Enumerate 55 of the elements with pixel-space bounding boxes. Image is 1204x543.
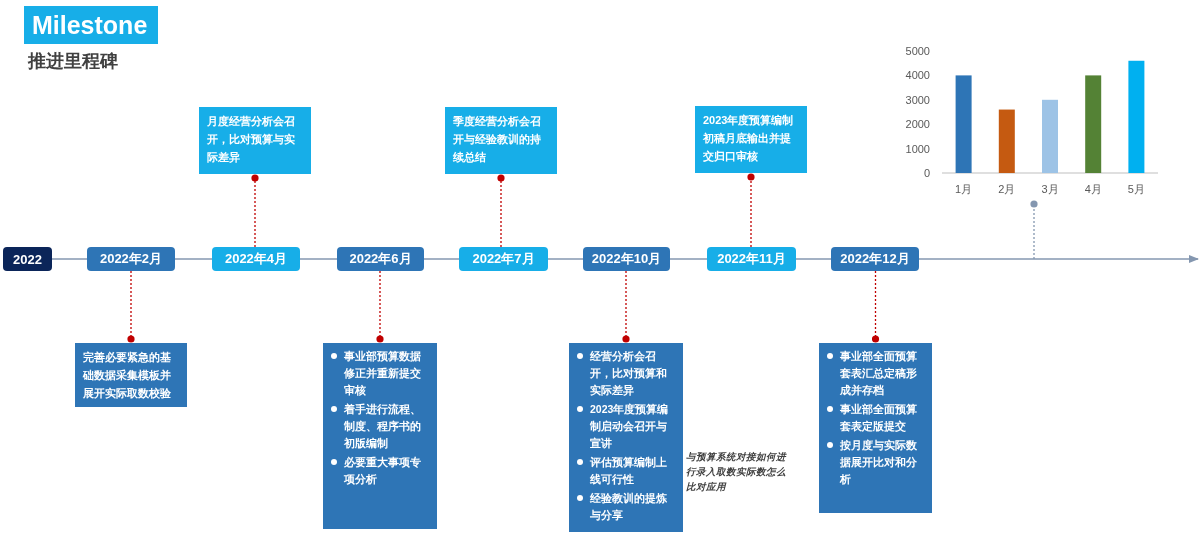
leader-line xyxy=(376,270,384,343)
bullet-text: 按月度与实际数据展开比对和分析 xyxy=(825,437,926,488)
date-box: 2022年2月 xyxy=(87,247,175,271)
year-label-box: 2022 xyxy=(3,247,52,271)
axis-tick-label: 5月 xyxy=(1127,183,1145,195)
date-box: 2022年11月 xyxy=(707,247,796,271)
axis-tick-label: 1月 xyxy=(955,183,973,195)
timeline-arrow xyxy=(918,255,1199,263)
leader-line xyxy=(127,270,135,343)
bullet-text: 经验教训的提炼与分享 xyxy=(575,490,677,524)
event-box: 月度经营分析会召开，比对预算与实际差异 xyxy=(199,107,311,174)
leader-line xyxy=(497,174,505,248)
axis-tick-label: 2000 xyxy=(905,118,930,131)
date-box: 2022年4月 xyxy=(212,247,300,271)
leader-line xyxy=(622,270,630,343)
date-box: 2022年10月 xyxy=(583,247,670,271)
date-box: 2022年12月 xyxy=(831,247,919,271)
date-box: 2022年6月 xyxy=(337,247,424,271)
bullet-text: 事业部全面预算套表汇总定稿形成并存档 xyxy=(825,348,926,399)
axis-tick-label: 2月 xyxy=(998,183,1016,195)
leader-line xyxy=(871,270,880,343)
event-box xyxy=(819,343,932,513)
event-box: 2023年度预算编制初稿月底输出并提交归口审核 xyxy=(695,106,807,173)
event-box xyxy=(323,343,437,529)
timeline-line xyxy=(51,258,88,260)
axis-tick-label: 4月 xyxy=(1084,183,1102,195)
axis-tick-label: 3000 xyxy=(905,93,930,106)
bullet-text: 2023年度预算编制启动会召开与宣讲 xyxy=(575,401,677,452)
timeline-line xyxy=(669,258,708,260)
axis-tick-label: 4000 xyxy=(905,69,930,82)
bullet-text: 事业部预算数据修正并重新提交审核 xyxy=(329,348,431,399)
timeline-line xyxy=(174,258,213,260)
leader-line xyxy=(747,173,755,248)
bullet-text: 必要重大事项专项分析 xyxy=(329,454,431,488)
bullet-text: 评估预算编制上线可行性 xyxy=(575,454,677,488)
event-box: 完善必要紧急的基础数据采集模板并展开实际取数校验 xyxy=(75,343,187,407)
axis-tick-label: 5000 xyxy=(905,45,930,57)
bullet-text: 经营分析会召开，比对预算和实际差异 xyxy=(575,348,677,399)
title: Milestone xyxy=(24,6,158,44)
note-text: 与预算系统对接如何进行录入取数实际数怎么比对应用 xyxy=(686,450,786,494)
subtitle: 推进里程碑 xyxy=(28,50,118,73)
bullet-text: 事业部全面预算套表定版提交 xyxy=(825,401,926,435)
event-box xyxy=(569,343,683,532)
bullet-text: 着手进行流程、制度、程序书的初版编制 xyxy=(329,401,431,452)
date-box: 2022年7月 xyxy=(459,247,548,271)
event-box: 季度经营分析会召开与经验教训的持续总结 xyxy=(445,107,557,174)
axis-tick-label: 0 xyxy=(923,167,930,179)
timeline-line xyxy=(423,258,460,260)
timeline-line xyxy=(547,258,584,260)
axis-tick-label: 1000 xyxy=(905,142,930,155)
leader-line xyxy=(251,174,259,248)
axis-tick-label: 3月 xyxy=(1041,183,1059,195)
timeline-line xyxy=(299,258,338,260)
leader-line xyxy=(1030,200,1038,260)
timeline-line xyxy=(795,258,832,260)
